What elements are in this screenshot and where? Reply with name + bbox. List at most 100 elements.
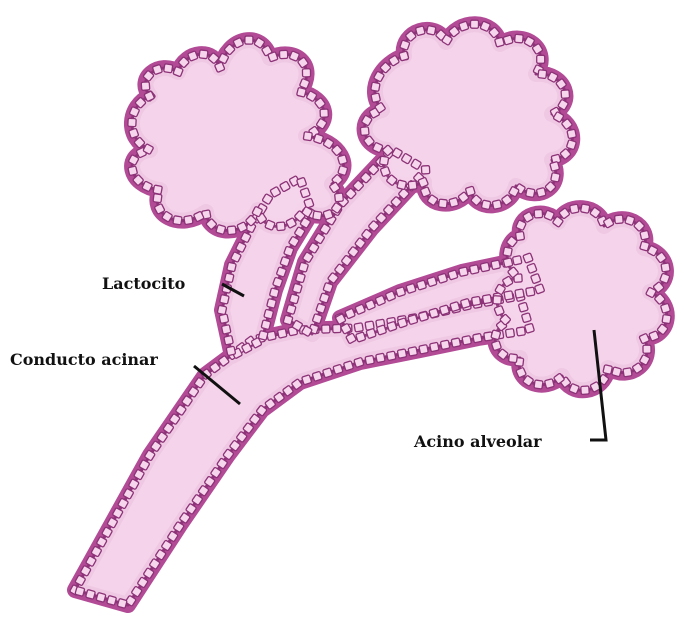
lactocyte-cell: [515, 289, 524, 298]
lactocyte-cell: [448, 270, 458, 280]
lactocyte-cell: [438, 199, 447, 208]
lactocyte-cell: [128, 118, 136, 126]
lactocyte-cell: [534, 209, 542, 217]
lactocyte-cell: [153, 185, 162, 194]
lactocyte-cell: [387, 321, 397, 331]
lactocyte-cell: [460, 298, 470, 308]
lactocyte-cell: [319, 293, 329, 303]
lactocyte-cell: [245, 36, 253, 44]
lactocyte-cell: [376, 325, 386, 335]
lactocyte-cell: [152, 64, 162, 74]
lactocyte-cell: [380, 156, 389, 165]
lactocyte-cell: [550, 161, 560, 171]
lactocyte-cell: [512, 256, 521, 265]
lactocyte-cell: [451, 338, 460, 347]
lactocyte-cell: [615, 215, 624, 224]
lactocyte-cell: [462, 336, 471, 345]
lactocyte-cell: [538, 70, 547, 79]
lactocyte-cell: [421, 166, 429, 174]
lactocyte-cell: [551, 173, 560, 182]
lactocyte-cell: [323, 283, 333, 293]
lactocyte-cell: [473, 333, 482, 342]
acinar-duct-label: Conducto acinar: [10, 352, 158, 368]
lactocyte-cell: [354, 357, 364, 367]
lactocyte-cell: [164, 64, 173, 73]
lactocyte-cell: [96, 592, 106, 602]
lactocyte-cell: [333, 324, 341, 332]
lactocyte-cell: [400, 40, 410, 50]
lactocyte-cell: [581, 204, 590, 213]
lactocyte-cell: [396, 287, 406, 297]
lactocyte-cell: [279, 50, 287, 58]
lactocyte-cell: [450, 302, 460, 312]
lactocyte-cell: [312, 314, 322, 324]
lactocyte-cell: [534, 380, 543, 389]
lactocyte-cell: [459, 21, 469, 31]
lactocyte-cell: [217, 305, 227, 315]
lactocyte-cell: [316, 303, 326, 313]
lactocyte-cell: [493, 296, 502, 305]
lactocyte-cell: [273, 277, 283, 287]
lactocyte-cell: [419, 345, 428, 354]
lactocyte-cell: [302, 69, 310, 77]
lactocyte-cell: [416, 280, 426, 290]
lactocyte-cell: [534, 284, 544, 294]
lactocyte-cell: [86, 589, 96, 599]
lactocyte-cell: [335, 193, 344, 202]
lactocyte-cell: [408, 315, 418, 325]
lactocyte-cell: [338, 165, 348, 175]
lactocyte-cell: [371, 93, 381, 103]
lactocyte-cell: [625, 215, 635, 225]
alveolar-acinus-label: Acino alveolar: [414, 434, 542, 450]
lactocyte-cell: [226, 346, 236, 356]
lactocyte-cell: [292, 283, 302, 293]
lactocyte-cell: [531, 273, 541, 283]
lactocyte-cell: [415, 26, 425, 36]
lactocyte-cell: [224, 335, 234, 345]
lactocyte-cell: [221, 325, 231, 335]
lactocyte-cell: [418, 311, 428, 321]
lactocyte-cell: [153, 194, 162, 203]
lactocyte-cell: [640, 230, 650, 240]
lactocyte-cell: [537, 55, 545, 63]
lactocyte-cell: [660, 303, 670, 313]
lactocyte-cell: [323, 209, 333, 219]
lactocyte-cell: [264, 309, 274, 319]
lactocyte-cell: [397, 349, 406, 358]
lactocyte-cell: [516, 327, 525, 336]
lactocyte-cell: [320, 109, 328, 117]
lactocyte-cell: [276, 267, 286, 277]
lactocyte-cell: [300, 188, 310, 198]
lactocyte-cell: [427, 277, 437, 287]
lactocyte-cell: [323, 368, 333, 378]
lactocyte-cell: [302, 375, 312, 385]
lactocyte-cell: [224, 273, 234, 283]
lactocyte-cell: [536, 188, 546, 198]
lactocyte-cell: [481, 200, 491, 210]
lactocyte-cell: [661, 263, 670, 272]
lactocyte-cell: [128, 166, 138, 176]
lactocyte-cell: [503, 35, 513, 45]
lactocyte-cell: [258, 331, 268, 341]
lactocyte-cell: [333, 364, 343, 374]
lactocyte-cell: [343, 361, 353, 371]
lactocyte-cell: [440, 340, 449, 349]
lactocyte-cell: [525, 323, 535, 333]
lactocyte-cell: [399, 51, 409, 61]
lactocyte-cell: [408, 181, 417, 190]
lactocyte-cell: [527, 263, 537, 273]
lactocyte-cell: [295, 273, 305, 283]
lactocyte-cell: [570, 204, 579, 213]
lactocyte-cell: [581, 386, 590, 395]
lactocyte-cell: [612, 367, 622, 377]
lactocyte-cell: [491, 260, 500, 269]
lactocyte-cell: [354, 323, 363, 332]
lactocyte-cell: [515, 231, 524, 240]
lactocyte-cell: [267, 299, 277, 309]
lactocyte-cell: [360, 127, 369, 136]
lactocyte-cell: [504, 291, 513, 300]
lactocyte-cell: [376, 353, 385, 362]
lactocyte-cell: [430, 342, 439, 351]
lactocyte-cell: [299, 262, 309, 272]
